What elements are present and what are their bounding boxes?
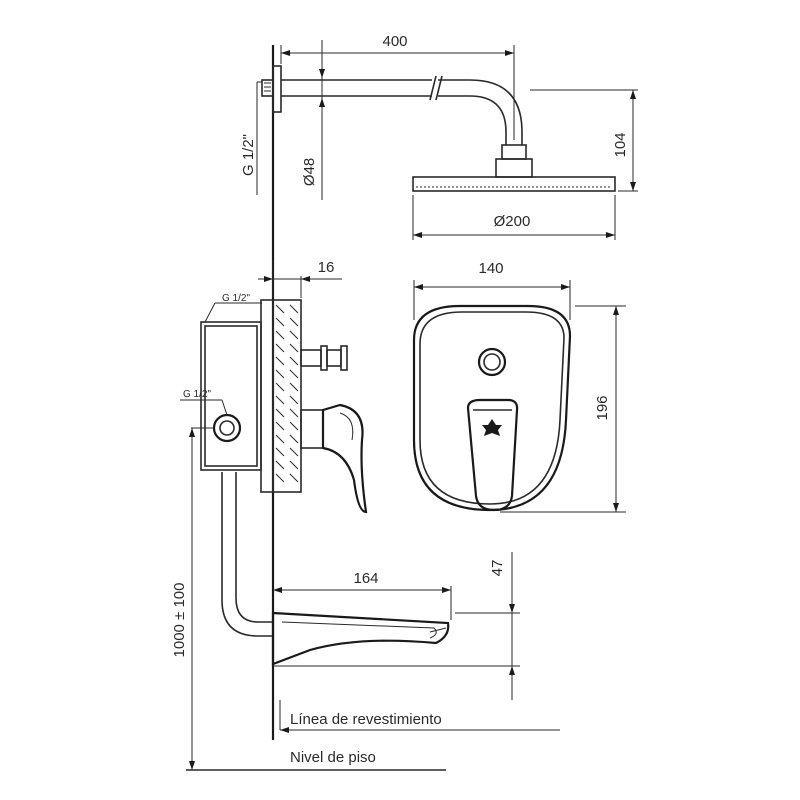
faceplate-front	[412, 304, 572, 512]
spout	[271, 611, 450, 666]
valve-body-side	[200, 299, 368, 514]
connection-body-top-label: G 1/2"	[204, 293, 262, 323]
dim-body-depth: 16	[318, 259, 335, 276]
dimension-d200: Ø200	[412, 195, 616, 240]
dimension-140: 140	[413, 260, 571, 320]
dim-spout-length: 164	[353, 570, 378, 587]
cladding-line-label: Línea de revestimiento	[290, 711, 442, 728]
connection-top-label: G 1/2"	[240, 81, 262, 195]
dim-body-connection-top: G 1/2"	[222, 293, 250, 304]
dimension-164: 164	[273, 570, 452, 620]
dimension-104: 104	[530, 89, 638, 192]
spout-pipe	[221, 472, 273, 637]
dim-plate-height: 196	[594, 395, 611, 420]
dim-head-diameter: Ø200	[494, 213, 531, 230]
cladding-line: Línea de revestimiento	[279, 700, 560, 733]
connection-body-side-label: G 1/2"	[180, 389, 228, 429]
shower-head	[412, 176, 616, 192]
dim-arm-length: 400	[382, 33, 407, 50]
dim-arm-diameter: Ø48	[301, 158, 318, 186]
dimension-47: 47	[273, 552, 520, 700]
dim-spout-height: 47	[489, 560, 506, 577]
dim-mixer-height: 1000 ± 100	[171, 583, 188, 658]
dimension-196: 196	[500, 305, 626, 513]
floor-level: Nivel de piso	[186, 749, 446, 771]
dim-body-connection-side: G 1/2"	[183, 389, 211, 400]
dim-plate-width: 140	[478, 260, 503, 277]
dimension-d48: Ø48	[301, 40, 329, 200]
floor-level-label: Nivel de piso	[290, 749, 376, 766]
dimension-400: 400	[280, 33, 515, 140]
dimension-16: 16	[258, 259, 342, 298]
dimension-1000: 1000 ± 100	[171, 428, 195, 770]
shower-arm	[261, 65, 533, 178]
dim-arm-height: 104	[612, 132, 629, 157]
dim-connection-top: G 1/2"	[240, 134, 257, 176]
